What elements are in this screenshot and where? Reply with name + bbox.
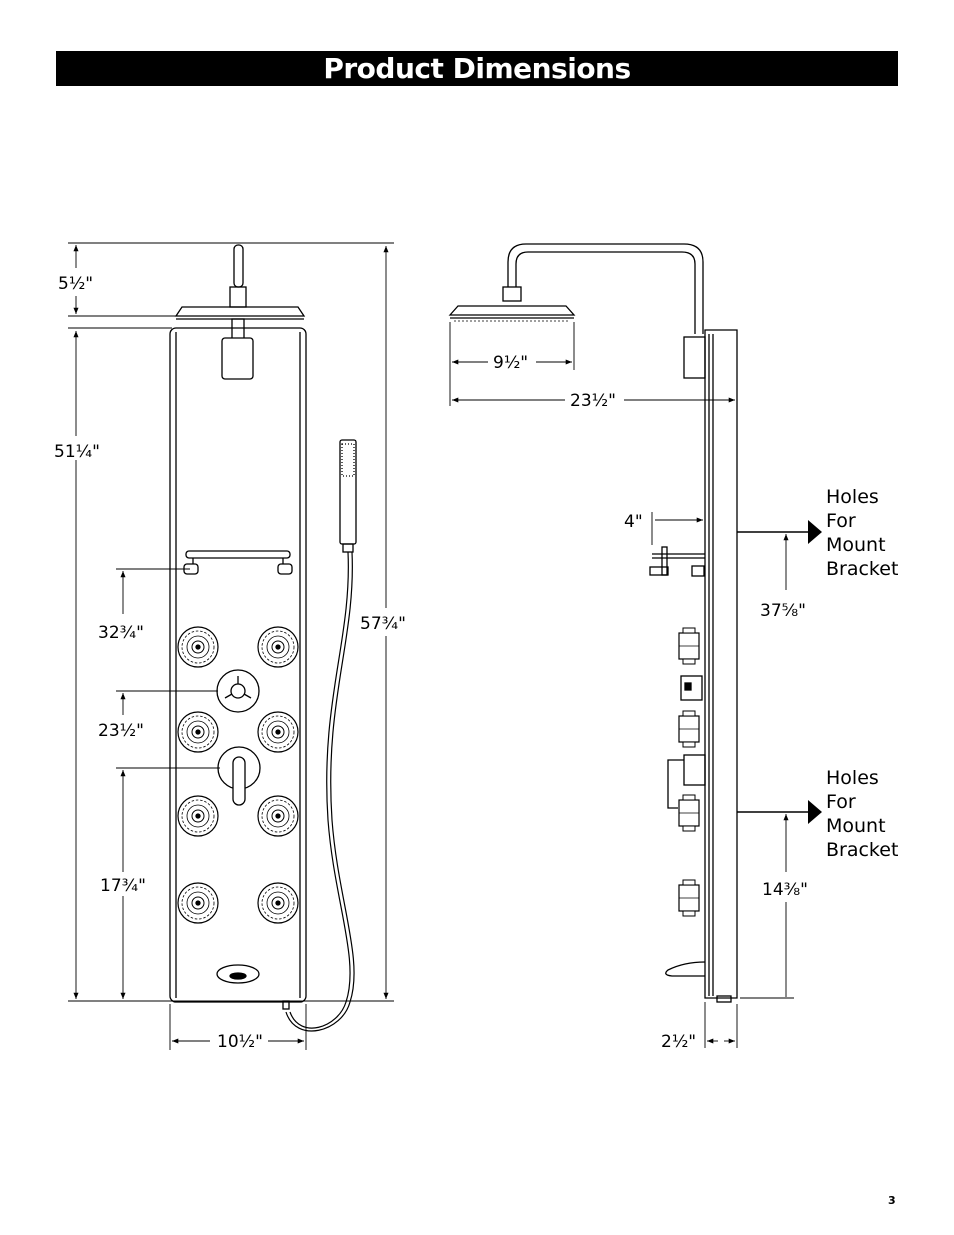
dim-head-width: 9½" (493, 353, 528, 373)
note-line: Bracket (826, 558, 898, 580)
dim-overall-height: 57¾" (360, 614, 406, 634)
hand-shower-hose (289, 551, 351, 1029)
body-jet-icon (257, 795, 299, 837)
dim-arm-reach: 23½" (570, 391, 616, 411)
diverter-knob-icon (216, 669, 260, 713)
dim-panel-depth: 2½" (661, 1032, 696, 1052)
side-dimension-labels: 9½" 23½" 4" 37⅝" 14⅜" 2½" (493, 353, 808, 1052)
title-bar: Product Dimensions (56, 51, 898, 86)
side-dimensions (449, 322, 820, 1048)
dim-upper-bracket: 37⅝" (760, 601, 806, 621)
body-jet-icon (257, 882, 299, 924)
side-jets (678, 627, 700, 917)
note-line: Mount (826, 534, 886, 556)
page-number: 3 (888, 1194, 896, 1207)
body-jet-icon (177, 795, 219, 837)
body-jet-icon (257, 711, 299, 753)
bottom-spout (216, 964, 260, 984)
front-view (169, 244, 357, 1032)
rain-shower-head (174, 306, 306, 320)
body-jet-icon (177, 711, 219, 753)
upper-bracket-note: Holes For Mount Bracket (826, 486, 898, 580)
front-dimensions (68, 242, 394, 1050)
valve-lever-icon (217, 746, 261, 806)
lower-bracket-arrow-icon (808, 800, 822, 824)
side-lever-icon (667, 754, 706, 809)
side-panel (704, 329, 738, 1003)
side-spout (665, 961, 706, 977)
body-jet-icon (177, 626, 219, 668)
hand-shower-hose-outline (285, 551, 355, 1032)
overhead-outlet-block (221, 337, 254, 380)
upper-bracket-arrow-icon (808, 520, 822, 544)
side-jet-icon (678, 794, 700, 832)
note-line: For (826, 510, 856, 532)
side-outlet-block (683, 336, 706, 379)
shelf (183, 550, 293, 575)
side-jet-icon (678, 627, 700, 665)
body-jet-icon (257, 626, 299, 668)
side-jet-icon (678, 710, 700, 748)
dim-diverter-height: 23½" (98, 721, 144, 741)
shower-arm (229, 244, 247, 308)
dim-shelf-depth: 4" (624, 512, 643, 532)
front-dimension-labels: 5½" 51¼" 57¾" 32¾" 23½" 17¾" 10½" (54, 274, 406, 1052)
note-line: Mount (826, 815, 886, 837)
note-line: Holes (826, 767, 879, 789)
dim-panel-width: 10½" (217, 1032, 263, 1052)
hand-shower (339, 439, 357, 553)
note-line: For (826, 791, 856, 813)
shower-panel (169, 327, 307, 1003)
side-rain-head (448, 305, 576, 322)
note-line: Bracket (826, 839, 898, 861)
dim-shelf-height: 32¾" (98, 623, 144, 643)
lower-bracket-note: Holes For Mount Bracket (826, 767, 898, 861)
dim-valve-height: 17¾" (100, 876, 146, 896)
dim-panel-height: 51¼" (54, 442, 100, 462)
dim-head-drop: 5½" (58, 274, 93, 294)
dim-lower-bracket: 14⅜" (762, 880, 808, 900)
page-title: Product Dimensions (323, 52, 631, 85)
overhead-arm (507, 243, 704, 334)
note-line: Holes (826, 486, 879, 508)
head-connector (231, 318, 245, 340)
side-view (448, 243, 738, 1003)
head-swivel (502, 286, 522, 302)
side-shelf (649, 546, 705, 577)
side-diverter-icon (680, 675, 703, 701)
body-jet-icon (177, 882, 219, 924)
side-jet-icon (678, 879, 700, 917)
